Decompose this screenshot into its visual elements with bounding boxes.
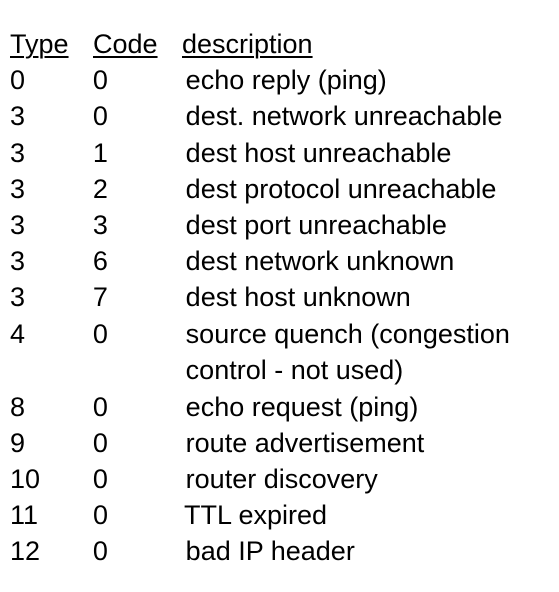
description-line: dest network unknown bbox=[185, 246, 455, 277]
table-row: 3 7 dest host unknown bbox=[10, 279, 555, 315]
description-line: echo request (ping) bbox=[185, 391, 419, 422]
cell-type: 3 bbox=[10, 101, 26, 132]
cell-code: 0 bbox=[92, 391, 108, 422]
cell-type: 3 bbox=[10, 246, 26, 277]
cell-description: dest protocol unreachable bbox=[186, 171, 555, 207]
cell-description: dest. network unreachable bbox=[186, 98, 555, 134]
table-body: 0 0 echo reply (ping) 3 0 dest. network unrea… bbox=[10, 62, 555, 569]
cell-code: 0 bbox=[92, 101, 108, 132]
cell-type: 3 bbox=[10, 173, 26, 204]
cell-type: 0 bbox=[10, 65, 26, 96]
cell-code: 0 bbox=[93, 500, 109, 531]
description-line: dest host unknown bbox=[185, 282, 411, 313]
cell-type: 11 bbox=[10, 500, 39, 531]
cell-description: source quench (congestion control - not u… bbox=[186, 316, 555, 388]
description-line: bad IP header bbox=[185, 536, 355, 567]
description-line: router discovery bbox=[185, 463, 378, 494]
cell-description: echo reply (ping) bbox=[186, 62, 555, 98]
table-row: 3 3 dest port unreachable bbox=[10, 207, 555, 243]
table-row: 4 0 source quench (congestion control - not… bbox=[10, 316, 555, 389]
cell-code: 0 bbox=[92, 65, 108, 96]
table-row: 0 0 echo reply (ping) bbox=[10, 62, 555, 98]
description-line: control - not used) bbox=[185, 354, 404, 385]
table-row: 3 0 dest. network unreachable bbox=[10, 98, 555, 134]
description-line: dest port unreachable bbox=[185, 209, 447, 240]
table-row: 3 6 dest network unknown bbox=[10, 243, 555, 279]
cell-description: bad IP header bbox=[186, 533, 555, 569]
table-row: 9 0 route advertisement bbox=[10, 425, 555, 461]
cell-code: 0 bbox=[92, 463, 108, 494]
cell-type: 10 bbox=[10, 463, 41, 494]
cell-description: TTL expired bbox=[184, 497, 554, 533]
table-row: 8 0 echo request (ping) bbox=[10, 389, 555, 425]
cell-code: 3 bbox=[92, 209, 108, 240]
cell-type: 3 bbox=[10, 209, 26, 240]
cell-description: route advertisement bbox=[186, 425, 555, 461]
cell-description: dest network unknown bbox=[186, 243, 555, 279]
cell-code: 6 bbox=[92, 246, 108, 277]
description-line: dest. network unreachable bbox=[185, 101, 503, 132]
cell-code: 0 bbox=[92, 536, 108, 567]
header-description: description bbox=[182, 29, 313, 59]
description-line: route advertisement bbox=[185, 427, 425, 458]
cell-description: router discovery bbox=[186, 461, 555, 497]
cell-code: 0 bbox=[92, 318, 108, 349]
table-row: 3 1 dest host unreachable bbox=[10, 135, 555, 171]
description-line: dest protocol unreachable bbox=[185, 173, 497, 204]
cell-description: echo request (ping) bbox=[186, 389, 555, 425]
cell-type: 9 bbox=[10, 427, 26, 458]
description-line: dest host unreachable bbox=[185, 137, 452, 168]
cell-type: 8 bbox=[10, 391, 26, 422]
cell-type: 3 bbox=[10, 137, 26, 168]
cell-code: 2 bbox=[92, 173, 108, 204]
cell-type: 12 bbox=[10, 536, 41, 567]
cell-description: dest host unknown bbox=[186, 279, 555, 315]
cell-code: 7 bbox=[92, 282, 108, 313]
description-line: source quench (congestion bbox=[185, 318, 510, 349]
table-row: 11 0 TTL expired bbox=[10, 497, 555, 533]
table-row: 12 0 bad IP header bbox=[10, 533, 555, 569]
description-line: TTL expired bbox=[184, 500, 328, 531]
description-line: echo reply (ping) bbox=[185, 65, 387, 96]
cell-type: 4 bbox=[10, 318, 26, 349]
icmp-type-table: Type Code description 0 0 echo reply (ping… bbox=[10, 26, 555, 569]
header-type: Type bbox=[10, 29, 69, 59]
cell-description: dest port unreachable bbox=[186, 207, 555, 243]
table-header: Type Code description bbox=[10, 26, 555, 62]
cell-code: 1 bbox=[92, 137, 108, 168]
table-row: 3 2 dest protocol unreachable bbox=[10, 171, 555, 207]
table-row: 10 0 router discovery bbox=[10, 461, 555, 497]
cell-description: dest host unreachable bbox=[186, 135, 555, 171]
cell-type: 3 bbox=[10, 282, 26, 313]
cell-code: 0 bbox=[92, 427, 108, 458]
header-code: Code bbox=[93, 29, 158, 59]
